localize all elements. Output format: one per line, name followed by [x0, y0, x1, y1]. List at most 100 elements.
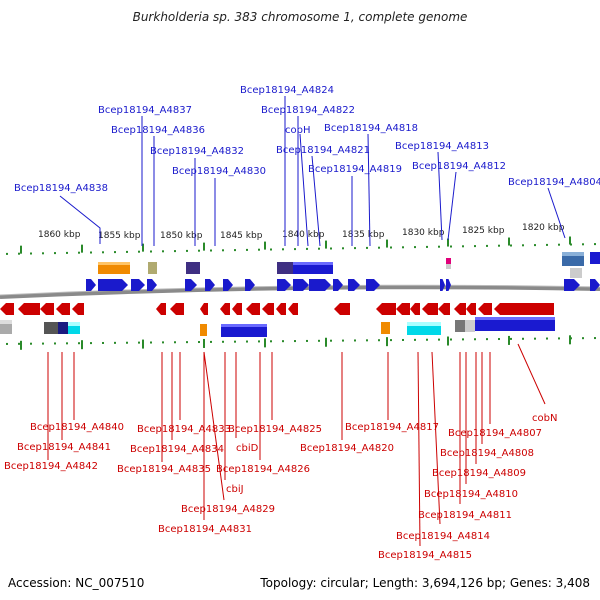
scale-label: 1835 kbp [342, 230, 385, 240]
gene-label[interactable]: cbiJ [226, 484, 244, 495]
gene-label[interactable]: cobH [285, 125, 310, 136]
gene-label[interactable]: Bcep18194_A4813 [395, 141, 489, 152]
forward-gene [440, 279, 445, 291]
gene-label[interactable]: Bcep18194_A4824 [240, 85, 334, 96]
forward-gene [205, 279, 215, 291]
reverse-gene [454, 303, 466, 315]
reverse-gene [494, 303, 554, 315]
gene-label[interactable]: Bcep18194_A4822 [261, 105, 355, 116]
forward-gene [564, 279, 580, 291]
reverse-gene [18, 303, 40, 315]
forward-gene [223, 279, 233, 291]
bottom-scale-dots [6, 335, 596, 350]
gene-label[interactable]: Bcep18194_A4807 [448, 428, 542, 439]
forward-gene [185, 279, 197, 291]
reverse-gene [466, 303, 476, 315]
scale-label: 1830 kbp [402, 228, 445, 238]
reverse-gene [438, 303, 450, 315]
scale-label: 1825 kbp [462, 226, 505, 236]
gene-label[interactable]: Bcep18194_A4811 [418, 510, 512, 521]
reverse-gene [156, 303, 166, 315]
forward-gene [131, 279, 145, 291]
reverse-genes [0, 303, 554, 315]
reverse-gene [422, 303, 438, 315]
gene-label[interactable]: Bcep18194_A4829 [181, 504, 275, 515]
bottom-category-blocks [0, 317, 555, 337]
forward-gene [309, 279, 331, 291]
gene-label[interactable]: Bcep18194_A4819 [308, 164, 402, 175]
reverse-gene [246, 303, 260, 315]
gene-label[interactable]: Bcep18194_A4834 [130, 444, 224, 455]
gene-label[interactable]: Bcep18194_A4842 [4, 461, 98, 472]
forward-genes [86, 279, 600, 291]
reverse-gene [220, 303, 230, 315]
forward-gene [86, 279, 96, 291]
gene-label[interactable]: Bcep18194_A4815 [378, 550, 472, 561]
gene-label[interactable]: Bcep18194_A4820 [300, 443, 394, 454]
gene-label[interactable]: Bcep18194_A4835 [117, 464, 211, 475]
bottom-gene-labels: Bcep18194_A4840 Bcep18194_A4841 Bcep1819… [4, 413, 557, 561]
forward-gene [333, 279, 343, 291]
scale-label: 1845 kbp [220, 231, 263, 241]
forward-gene [277, 279, 291, 291]
gene-label[interactable]: Bcep18194_A4826 [216, 464, 310, 475]
forward-gene [590, 279, 600, 291]
forward-gene [98, 279, 128, 291]
gene-label[interactable]: Bcep18194_A4841 [17, 442, 111, 453]
gene-label[interactable]: Bcep18194_A4814 [396, 531, 490, 542]
reverse-gene [478, 303, 492, 315]
top-leader-lines [59, 96, 566, 247]
top-category-blocks [98, 252, 600, 278]
forward-gene [147, 279, 157, 291]
scale-label: 1840 kbp [282, 230, 325, 240]
gene-label[interactable]: Bcep18194_A4809 [432, 468, 526, 479]
bottom-leader-lines [47, 343, 546, 547]
gene-label[interactable]: Bcep18194_A4836 [111, 125, 205, 136]
gene-label[interactable]: Bcep18194_A4838 [14, 183, 108, 194]
scale-label: 1855 kbp [98, 231, 141, 241]
gene-label[interactable]: Bcep18194_A4817 [345, 422, 439, 433]
reverse-gene [276, 303, 286, 315]
reverse-gene [170, 303, 184, 315]
scale-label: 1860 kbp [38, 230, 81, 240]
reverse-gene [334, 303, 350, 315]
forward-gene [245, 279, 255, 291]
gene-label[interactable]: Bcep18194_A4810 [424, 489, 518, 500]
reverse-gene [56, 303, 70, 315]
gene-label[interactable]: Bcep18194_A4837 [98, 105, 192, 116]
gene-label[interactable]: Bcep18194_A4818 [324, 123, 418, 134]
gene-label[interactable]: Bcep18194_A4830 [172, 166, 266, 177]
scale-label: 1850 kbp [160, 231, 203, 241]
forward-gene [446, 279, 451, 291]
forward-gene [366, 279, 380, 291]
gene-label[interactable]: Bcep18194_A4825 [228, 424, 322, 435]
reverse-gene [376, 303, 396, 315]
reverse-gene [40, 303, 54, 315]
gene-label[interactable]: Bcep18194_A4831 [158, 524, 252, 535]
reverse-gene [200, 303, 208, 315]
gene-label[interactable]: Bcep18194_A4840 [30, 422, 124, 433]
scale-label: 1820 kbp [522, 223, 565, 233]
reverse-gene [396, 303, 410, 315]
gene-label[interactable]: cobN [532, 413, 557, 424]
gene-label[interactable]: Bcep18194_A4808 [440, 448, 534, 459]
genome-summary: Topology: circular; Length: 3,694,126 bp… [260, 576, 590, 590]
accession-text: Accession: NC_007510 [8, 576, 145, 590]
gene-label[interactable]: Bcep18194_A4833 [137, 424, 231, 435]
reverse-gene [0, 303, 14, 315]
forward-gene [293, 279, 309, 291]
reverse-gene [72, 303, 84, 315]
top-scale-dots [6, 236, 596, 255]
gene-label[interactable]: Bcep18194_A4832 [150, 146, 244, 157]
reverse-gene [288, 303, 298, 315]
gene-label[interactable]: Bcep18194_A4821 [276, 145, 370, 156]
reverse-gene [232, 303, 242, 315]
gene-label[interactable]: Bcep18194_A4804 [508, 177, 600, 188]
gene-label[interactable]: cbiD [236, 443, 259, 454]
reverse-gene [262, 303, 274, 315]
gene-label[interactable]: Bcep18194_A4812 [412, 161, 506, 172]
scale-labels: 1860 kbp 1855 kbp 1850 kbp 1845 kbp 1840… [38, 223, 565, 241]
genome-title: Burkholderia sp. 383 chromosome 1, compl… [132, 10, 468, 24]
reverse-gene [410, 303, 420, 315]
